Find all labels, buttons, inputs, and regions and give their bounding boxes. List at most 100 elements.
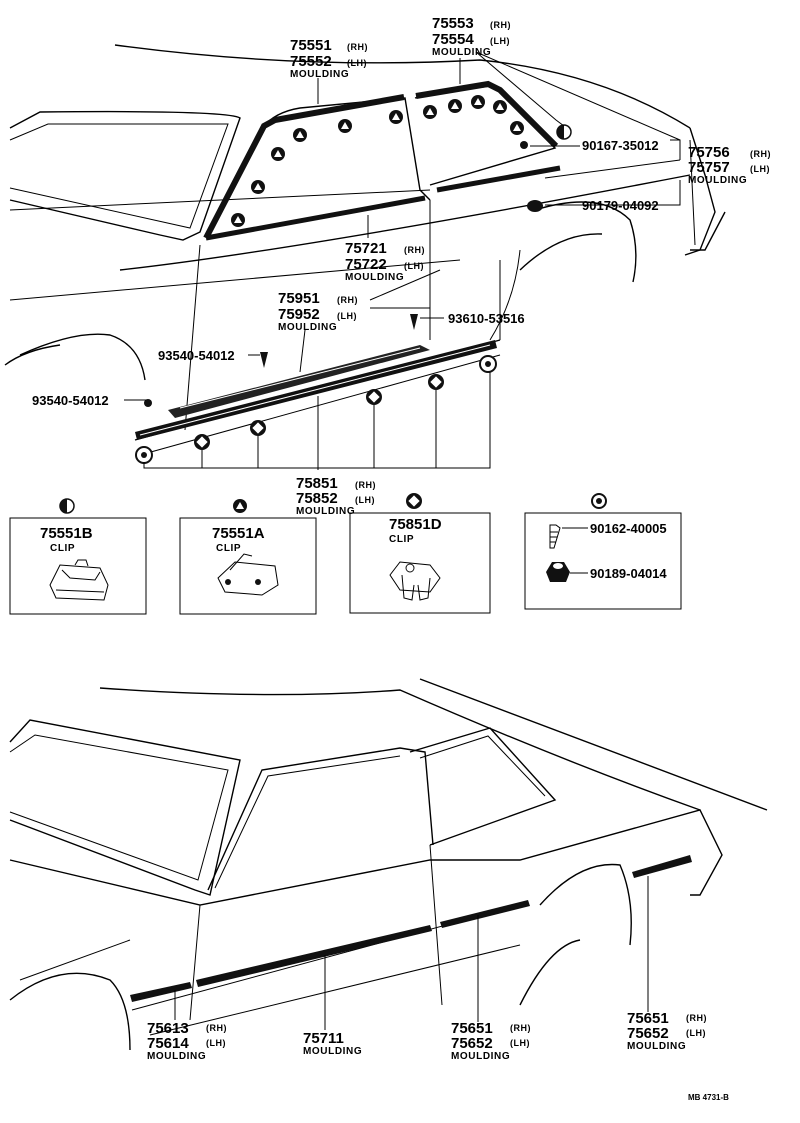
part-number: 75851 bbox=[296, 475, 338, 492]
part-name: MOULDING bbox=[303, 1046, 362, 1057]
window-frame-moulding-75551 bbox=[203, 94, 405, 240]
triangle-clip-icon bbox=[448, 99, 462, 113]
lower-mouldings bbox=[130, 855, 692, 1002]
screw-90162-icon bbox=[549, 524, 561, 549]
part-number: 75852 bbox=[296, 490, 338, 507]
part-number: 75651 bbox=[451, 1020, 493, 1037]
screw-93610-icon bbox=[410, 314, 418, 330]
clip-box-75551b: 75551B CLIP bbox=[9, 517, 147, 615]
box-title: 75551B bbox=[40, 525, 93, 542]
part-suffix: (LH) bbox=[206, 1038, 226, 1048]
nut-90189-icon bbox=[546, 562, 570, 582]
part-suffix: (RH) bbox=[510, 1023, 531, 1033]
part-number: 93610-53516 bbox=[448, 311, 525, 326]
upper-leader-lines bbox=[124, 51, 681, 470]
part-name: MOULDING bbox=[290, 69, 349, 80]
clip-90167-icon bbox=[520, 141, 528, 149]
part-name: MOULDING bbox=[688, 175, 747, 186]
figure-code: MB 4731-B bbox=[688, 1093, 729, 1102]
clip-box-75851d: 75851D CLIP bbox=[349, 512, 491, 614]
part-suffix: (RH) bbox=[347, 42, 368, 52]
triangle-clip-icon bbox=[338, 119, 352, 133]
part-suffix: (LH) bbox=[347, 58, 367, 68]
clip-75551a-drawing bbox=[217, 553, 279, 596]
part-number: 75951 bbox=[278, 290, 320, 307]
part-number: 90162-40005 bbox=[590, 521, 667, 536]
part-number: 75757 bbox=[688, 159, 730, 176]
part-number: 93540-54012 bbox=[158, 348, 235, 363]
triangle-clip-icon bbox=[251, 180, 265, 194]
part-number: 75551 bbox=[290, 37, 332, 54]
triangle-clip-icon bbox=[510, 121, 524, 135]
clip-markers-square bbox=[194, 374, 444, 450]
door-moulding-75711 bbox=[196, 925, 432, 987]
part-suffix: (LH) bbox=[337, 311, 357, 321]
box-label: CLIP bbox=[389, 534, 414, 545]
part-number: 75952 bbox=[278, 306, 320, 323]
clip-75851d-drawing bbox=[389, 561, 441, 601]
triangle-clip-icon bbox=[493, 100, 507, 114]
square-clip-icon bbox=[194, 434, 210, 450]
clip-box-75551a: 75551A CLIP bbox=[179, 517, 317, 615]
clip-75551b-drawing bbox=[49, 559, 109, 601]
half-circle-clip-icon bbox=[59, 498, 75, 514]
upper-labels: 75551 (RH) 75552 (LH) MOULDING 75553 (RH… bbox=[32, 15, 771, 517]
square-clip-icon bbox=[428, 374, 444, 390]
part-number: 75652 bbox=[451, 1035, 493, 1052]
quarter-moulding-75651 bbox=[440, 900, 530, 928]
part-number: 75652 bbox=[627, 1025, 669, 1042]
lower-leader-lines bbox=[174, 876, 649, 1030]
part-suffix: (RH) bbox=[355, 480, 376, 490]
square-clip-icon bbox=[250, 420, 266, 436]
part-number: 75554 bbox=[432, 31, 474, 48]
triangle-clip-icon bbox=[423, 105, 437, 119]
part-suffix: (RH) bbox=[686, 1013, 707, 1023]
part-suffix: (LH) bbox=[510, 1038, 530, 1048]
part-number: 75553 bbox=[432, 15, 474, 32]
part-name: MOULDING bbox=[432, 47, 491, 58]
part-number: 75613 bbox=[147, 1020, 189, 1037]
part-suffix: (RH) bbox=[404, 245, 425, 255]
part-name: MOULDING bbox=[147, 1051, 206, 1062]
part-suffix: (LH) bbox=[404, 261, 424, 271]
box-title: 75851D bbox=[389, 516, 442, 533]
triangle-clip-icon bbox=[389, 110, 403, 124]
part-number: 75552 bbox=[290, 53, 332, 70]
quarter-belt-moulding-75756 bbox=[436, 165, 561, 193]
door-moulding-75951 bbox=[168, 345, 430, 418]
part-suffix: (RH) bbox=[750, 149, 771, 159]
box-label: CLIP bbox=[216, 543, 241, 554]
part-number: 93540-54012 bbox=[32, 393, 109, 408]
round-clip-icon bbox=[591, 493, 607, 509]
part-name: MOULDING bbox=[278, 322, 337, 333]
triangle-clip-icon bbox=[233, 499, 247, 513]
square-clip-icon bbox=[406, 493, 422, 509]
part-number: 75711 bbox=[303, 1030, 344, 1047]
triangle-clip-icon bbox=[471, 95, 485, 109]
part-name: MOULDING bbox=[451, 1051, 510, 1062]
part-number: 75651 bbox=[627, 1010, 669, 1027]
part-number: 75722 bbox=[345, 256, 387, 273]
part-name: MOULDING bbox=[345, 272, 404, 283]
front-fender-moulding-75613 bbox=[130, 982, 192, 1002]
lower-car-body bbox=[9, 678, 768, 1051]
screw-93540-icon bbox=[144, 399, 152, 407]
quarter-window-moulding-75553 bbox=[415, 80, 559, 149]
square-clip-icon bbox=[366, 389, 382, 405]
part-number: 75614 bbox=[147, 1035, 189, 1052]
belt-moulding-75721 bbox=[205, 195, 426, 241]
box-label: CLIP bbox=[50, 543, 75, 554]
round-clip-icon bbox=[135, 446, 153, 464]
part-suffix: (RH) bbox=[337, 295, 358, 305]
fastener-box: 90162-40005 90189-04014 bbox=[524, 512, 682, 610]
clip-markers-triangle bbox=[231, 95, 524, 227]
part-number: 75756 bbox=[688, 144, 730, 161]
part-name: MOULDING bbox=[296, 506, 355, 517]
triangle-clip-icon bbox=[231, 213, 245, 227]
grommet-90179-icon bbox=[527, 200, 543, 212]
part-suffix: (LH) bbox=[490, 36, 510, 46]
part-suffix: (RH) bbox=[490, 20, 511, 30]
part-name: MOULDING bbox=[627, 1041, 686, 1052]
